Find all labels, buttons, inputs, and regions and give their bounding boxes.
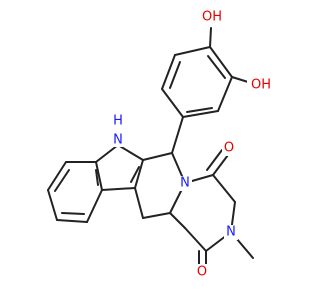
ring-nitrogen-label: N [180, 176, 190, 191]
atom-labels: OH OH H N N O N O [111, 9, 273, 280]
indole-hydrogen-label: H [113, 114, 123, 129]
carbonyl-oxygen-upper-label: O [224, 141, 234, 156]
chemical-structure-diagram: OH OH H N N O N O [0, 0, 300, 300]
hydroxyl-label-top: OH [202, 10, 222, 25]
hydroxyl-label-right: OH [251, 78, 271, 93]
bond-lines [47, 27, 254, 269]
carbonyl-oxygen-lower-label: O [197, 265, 207, 280]
diagram-background [0, 0, 300, 300]
methyl-nitrogen-label: N [226, 225, 236, 240]
indole-nitrogen-label: N [113, 133, 123, 148]
